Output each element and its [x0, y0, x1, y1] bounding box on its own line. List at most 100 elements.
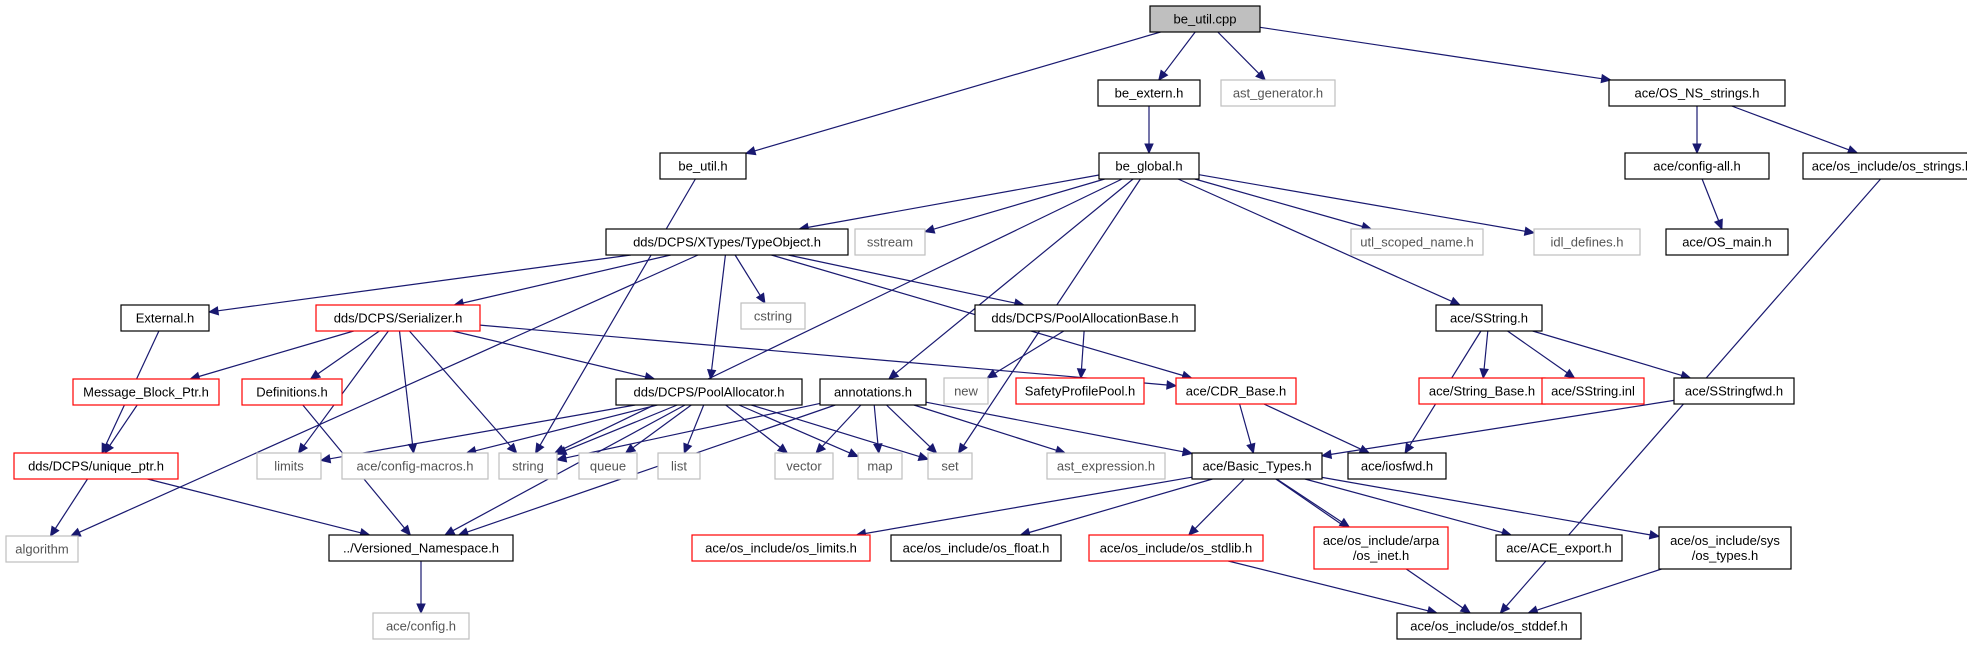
edge-ace_basic_types_h-to-ace_os_limits_h [855, 476, 1193, 539]
node-ace_os_main_h[interactable]: ace/OS_main.h [1665, 228, 1789, 256]
node-label: queue [590, 459, 626, 474]
node-definitions_h[interactable]: Definitions.h [241, 378, 343, 406]
node-be_util_h[interactable]: be_util.h [659, 152, 747, 180]
edge-poolallocator_h-to-list [683, 404, 705, 455]
edge-annotations_h-to-versioned_namespace_h [457, 404, 836, 537]
node-box [1495, 534, 1623, 562]
node-map: map [857, 452, 903, 480]
node-ace_sstring_h[interactable]: ace/SString.h [1435, 304, 1543, 332]
node-ace_os_ns_strings_h[interactable]: ace/OS_NS_strings.h [1608, 79, 1786, 107]
node-ace_basic_types_h[interactable]: ace/Basic_Types.h [1191, 452, 1323, 480]
node-ace_os_include_os_strings_h[interactable]: ace/os_include/os_strings.h [1802, 152, 1967, 180]
node-ace_string_base_h[interactable]: ace/String_Base.h [1418, 377, 1546, 405]
node-box [120, 304, 210, 332]
edge-be_extern_h-to-be_global_h [1144, 106, 1154, 155]
edges-layer [49, 26, 1882, 616]
edge-versioned_namespace_h-to-ace_config_h [416, 561, 426, 615]
edge-ace_os_types_h-to-ace_os_stddef_h [1527, 568, 1662, 615]
node-box [315, 304, 481, 332]
node-limits: limits [256, 452, 322, 480]
node-ace_os_inet_h[interactable]: ace/os_include/arpa/os_inet.h [1313, 526, 1449, 570]
node-safetyprofilepool_h[interactable]: SafetyProfilePool.h [1015, 377, 1145, 405]
node-box [1350, 228, 1484, 256]
node-ace_os_float_h[interactable]: ace/os_include/os_float.h [890, 534, 1062, 562]
edge-serializer_h-to-message_block_ptr_h [189, 330, 354, 381]
edge-poolallocationbase_h-to-safetyprofilepool_h [1076, 330, 1087, 380]
node-box [819, 378, 927, 406]
node-label: ace/os_include/sys [1670, 533, 1780, 548]
node-external_h[interactable]: External.h [120, 304, 210, 332]
node-box [1802, 152, 1967, 180]
node-box [328, 534, 514, 562]
node-ace_os_limits_h[interactable]: ace/os_include/os_limits.h [691, 534, 871, 562]
edge-be_global_h-to-utl_scoped_name_h [1194, 178, 1373, 232]
node-label: ace/os_include/os_stdlib.h [1100, 541, 1253, 556]
node-ace_iosfwd_h[interactable]: ace/iosfwd.h [1347, 452, 1447, 480]
node-poolallocationbase_h[interactable]: dds/DCPS/PoolAllocationBase.h [974, 304, 1196, 332]
node-ace_os_types_h[interactable]: ace/os_include/sys/os_types.h [1658, 526, 1792, 570]
node-label: dds/DCPS/XTypes/TypeObject.h [633, 235, 821, 250]
node-ace_sstring_inl[interactable]: ace/SString.inl [1541, 377, 1645, 405]
node-label: annotations.h [834, 385, 912, 400]
node-be_extern_h[interactable]: be_extern.h [1097, 79, 1201, 107]
node-set: set [927, 452, 973, 480]
node-label: dds/DCPS/unique_ptr.h [28, 459, 164, 474]
node-ace_os_stdlib_h[interactable]: ace/os_include/os_stdlib.h [1088, 534, 1264, 562]
node-box [1088, 534, 1264, 562]
node-message_block_ptr_h[interactable]: Message_Block_Ptr.h [72, 378, 220, 406]
node-label: be_util.h [678, 159, 727, 174]
node-ace_cdr_base_h[interactable]: ace/CDR_Base.h [1175, 377, 1297, 405]
node-ace_os_stddef_h[interactable]: ace/os_include/os_stddef.h [1396, 612, 1582, 640]
node-label: ace/config-macros.h [356, 459, 473, 474]
node-box [256, 452, 322, 480]
node-box [72, 378, 220, 406]
node-typeobject_h[interactable]: dds/DCPS/XTypes/TypeObject.h [605, 228, 849, 256]
node-label: ace/String_Base.h [1429, 384, 1535, 399]
node-label: set [941, 459, 959, 474]
node-versioned_namespace_h[interactable]: ../Versioned_Namespace.h [328, 534, 514, 562]
node-label: ace/ACE_export.h [1506, 541, 1612, 556]
node-label: ace/config-all.h [1653, 159, 1740, 174]
node-label: be_global.h [1115, 159, 1182, 174]
node-be_util_cpp[interactable]: be_util.cpp [1149, 5, 1261, 33]
node-label: cstring [754, 309, 792, 324]
node-label: /os_types.h [1692, 548, 1759, 563]
edge-typeobject_h-to-poolallocationbase_h [788, 254, 1026, 308]
node-label: new [954, 384, 978, 399]
edge-serializer_h-to-string [408, 330, 518, 454]
node-box [13, 452, 179, 480]
edge-annotations_h-to-ast_expression_h [913, 404, 1067, 455]
node-box [974, 304, 1196, 332]
node-poolallocator_h[interactable]: dds/DCPS/PoolAllocator.h [615, 378, 803, 406]
edge-ace_sstring_h-to-ace_sstring_inl [1507, 330, 1576, 379]
edge-ace_basic_types_h-to-ace_os_types_h [1321, 476, 1661, 540]
node-box [1435, 304, 1543, 332]
node-box [1608, 79, 1786, 107]
node-box [1665, 228, 1789, 256]
edge-ace_basic_types_h-to-ace_os_float_h [1019, 478, 1213, 537]
node-box [1015, 377, 1145, 405]
edge-poolallocator_h-to-set [751, 404, 930, 461]
node-be_global_h[interactable]: be_global.h [1098, 152, 1200, 180]
node-list: list [657, 452, 701, 480]
node-serializer_h[interactable]: dds/DCPS/Serializer.h [315, 304, 481, 332]
node-string: string [498, 452, 558, 480]
node-box [578, 452, 638, 480]
node-ace_ace_export_h[interactable]: ace/ACE_export.h [1495, 534, 1623, 562]
node-box [341, 452, 489, 480]
node-label: idl_defines.h [1551, 235, 1624, 250]
node-box [774, 452, 834, 480]
node-label: limits [274, 459, 304, 474]
edge-poolallocator_h-to-vector [725, 404, 789, 454]
node-ace_sstringfwd_h[interactable]: ace/SStringfwd.h [1673, 377, 1795, 405]
node-box [691, 534, 871, 562]
node-unique_ptr_h[interactable]: dds/DCPS/unique_ptr.h [13, 452, 179, 480]
node-ace_config_all_h[interactable]: ace/config-all.h [1624, 152, 1770, 180]
node-annotations_h[interactable]: annotations.h [819, 378, 927, 406]
node-label: ace/OS_NS_strings.h [1634, 86, 1759, 101]
node-box [890, 534, 1062, 562]
edge-ace_os_ns_strings_h-to-ace_os_include_os_strings_h [1731, 105, 1859, 155]
node-label: ace/SString.h [1450, 311, 1528, 326]
edge-be_global_h-to-typeobject_h [797, 174, 1100, 232]
node-label: map [867, 459, 892, 474]
